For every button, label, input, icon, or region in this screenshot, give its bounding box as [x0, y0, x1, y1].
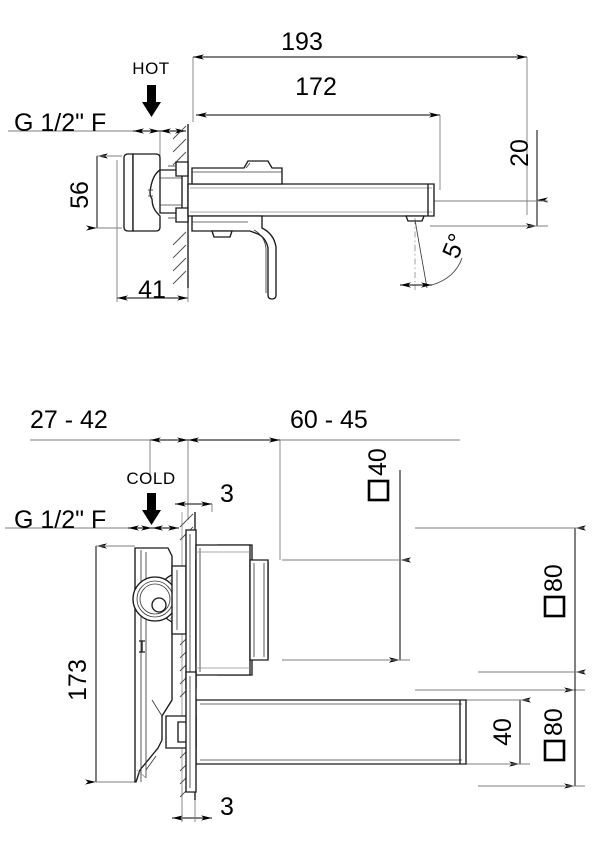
dim-sq40-label: 40: [364, 448, 392, 476]
angle-5deg: [400, 218, 463, 290]
square-symbol-icon: [543, 595, 566, 618]
valve-escutcheon: [171, 529, 197, 689]
spout-escutcheon: [185, 671, 197, 793]
valve-body-bottom-view: [195, 544, 269, 676]
dim-sq40: [282, 470, 411, 663]
dim-41-label: 41: [138, 276, 166, 304]
dim-sq80-upper: [415, 525, 586, 693]
dim-193-label: 193: [281, 28, 323, 56]
dim-173: [85, 543, 135, 785]
dim-ranges: [30, 437, 460, 560]
dim-173-label: 173: [64, 659, 92, 701]
lever-handle-top-view: [191, 215, 277, 300]
thread-label-bottom: G 1/2" F: [14, 506, 106, 534]
square-symbol-icon: [367, 479, 390, 502]
dim-40-spout: [466, 697, 531, 767]
dim-20: [430, 130, 548, 229]
hot-label: HOT: [132, 59, 169, 78]
cartridge-top-view: [191, 160, 283, 185]
dim-172: [196, 112, 441, 190]
dim-left-range-label: 27 - 42: [30, 406, 108, 434]
dim-sq80-upper-group: 80: [540, 564, 568, 618]
dim-sq40-group: 40: [364, 448, 392, 502]
dim-193: [192, 54, 528, 215]
bottom-view-group: [5, 437, 586, 822]
dim-3-bottom-label: 3: [220, 793, 234, 821]
angle-5deg-label: 5°: [437, 230, 472, 263]
square-symbol-icon: [543, 739, 566, 762]
dim-40-spout-label: 40: [489, 718, 517, 746]
hot-arrow-icon: [142, 85, 161, 117]
dim-20-label: 20: [506, 139, 534, 167]
dim-56-label: 56: [66, 181, 94, 209]
dim-172-label: 172: [295, 73, 337, 101]
thread-label-top: G 1/2" F: [14, 109, 106, 137]
dim-3-top-label: 3: [220, 480, 234, 508]
cold-arrow-icon: [142, 493, 161, 525]
dim-3-top: [175, 501, 213, 512]
dim-56: [86, 153, 122, 231]
dim-sq80-lower-group: 80: [540, 708, 568, 762]
dim-sq80-lower-label: 80: [540, 708, 568, 736]
escutcheon-top-view: [123, 153, 189, 232]
top-view-group: [8, 54, 548, 302]
spout-top-view: [187, 183, 435, 222]
dim-sq80-lower: [478, 669, 586, 789]
dim-sq80-upper-label: 80: [540, 564, 568, 592]
cold-label: COLD: [126, 469, 175, 488]
dim-right-range-label: 60 - 45: [290, 406, 368, 434]
